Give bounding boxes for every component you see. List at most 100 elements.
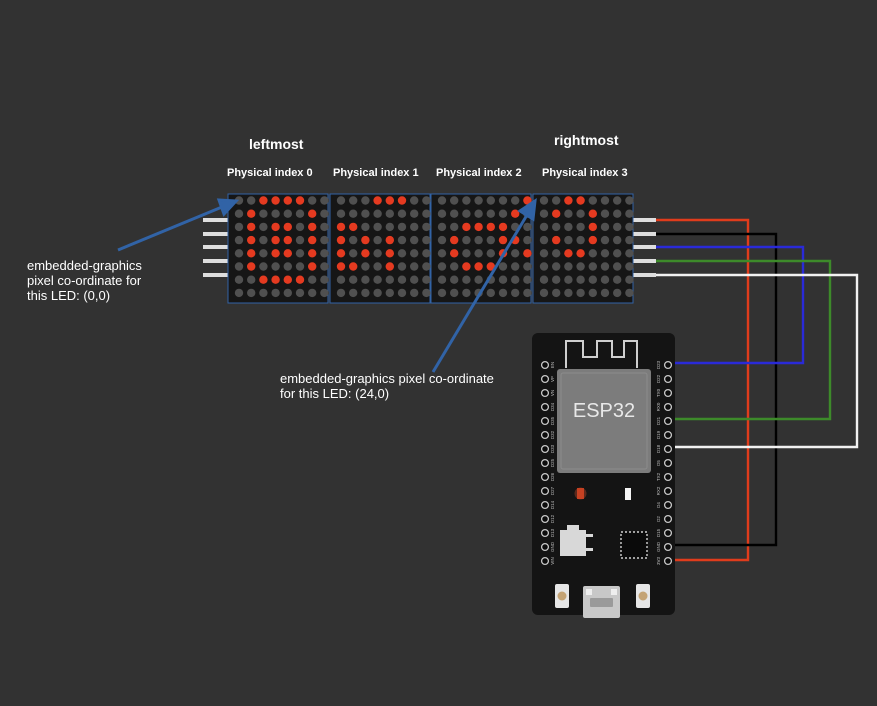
- led-off: [474, 249, 483, 258]
- led-off: [234, 222, 244, 232]
- led-off: [474, 235, 483, 245]
- led-off: [625, 275, 634, 284]
- pin-hole[interactable]: [663, 458, 673, 468]
- led-off: [437, 209, 447, 218]
- pin-hole[interactable]: [540, 472, 550, 482]
- pin-hole[interactable]: [663, 556, 673, 566]
- pin-hole[interactable]: [663, 388, 673, 398]
- pin-hole[interactable]: [540, 542, 550, 552]
- led-off: [437, 222, 447, 232]
- led-on: [259, 196, 268, 205]
- led-off: [462, 249, 471, 258]
- pin-label: TX2: [656, 472, 661, 481]
- led-off: [576, 235, 585, 245]
- led-on: [552, 209, 561, 218]
- pin-hole[interactable]: [663, 402, 673, 412]
- pin-hole[interactable]: [540, 374, 550, 384]
- led-on: [271, 275, 280, 284]
- led-on: [385, 196, 394, 205]
- pin-hole[interactable]: [540, 402, 550, 412]
- pin-hole[interactable]: [540, 486, 550, 496]
- led-off: [600, 275, 610, 284]
- pin-hole[interactable]: [540, 430, 550, 440]
- led-off: [234, 235, 244, 245]
- led-off: [259, 235, 268, 245]
- pin-label: RX0: [656, 402, 661, 411]
- led-on: [564, 249, 573, 258]
- led-on: [498, 222, 508, 232]
- pin-hole[interactable]: [540, 500, 550, 510]
- pin-hole[interactable]: [540, 458, 550, 468]
- led-off: [600, 262, 610, 271]
- led-off: [437, 249, 447, 258]
- led-off: [625, 196, 634, 205]
- led-off: [259, 209, 268, 218]
- led-off: [410, 249, 419, 258]
- led-on: [450, 249, 459, 258]
- led-off: [320, 262, 329, 271]
- led-off: [234, 249, 244, 258]
- pin-hole[interactable]: [663, 416, 673, 426]
- led-on: [576, 249, 585, 258]
- led-off: [247, 196, 256, 205]
- led-off: [271, 288, 280, 298]
- pin-label: D15: [656, 528, 661, 537]
- pin-hole[interactable]: [663, 528, 673, 538]
- led-off: [295, 222, 305, 232]
- led-on: [308, 262, 317, 271]
- pin-hole[interactable]: [663, 472, 673, 482]
- wire-green: [633, 259, 832, 421]
- led-off: [320, 235, 329, 245]
- led-matrix-module-3: [532, 193, 634, 304]
- led-off: [462, 235, 471, 245]
- pin-hole[interactable]: [540, 416, 550, 426]
- led-off: [450, 262, 459, 271]
- pin-hole[interactable]: [540, 444, 550, 454]
- led-off: [588, 275, 597, 284]
- led-off: [271, 209, 280, 218]
- led-off: [437, 235, 447, 245]
- led-off: [486, 196, 495, 205]
- led-off: [564, 235, 573, 245]
- pin-label: D4: [656, 502, 661, 508]
- led-off: [308, 275, 317, 284]
- output-pin-header: [632, 218, 656, 277]
- led-off: [498, 288, 508, 298]
- led-off: [361, 262, 370, 271]
- led-off: [498, 262, 508, 271]
- led-off: [613, 196, 622, 205]
- led-on: [462, 262, 471, 271]
- led-off: [422, 235, 431, 245]
- usb-uart-chip: [620, 531, 648, 559]
- esp32-module-shield: [557, 369, 651, 473]
- led-off: [373, 209, 382, 218]
- pin-hole[interactable]: [663, 430, 673, 440]
- pin-hole[interactable]: [540, 514, 550, 524]
- led-on: [271, 235, 280, 245]
- pin-label: D18: [656, 444, 661, 453]
- pin-hole[interactable]: [540, 360, 550, 370]
- led-off: [474, 275, 483, 284]
- pin-hole[interactable]: [663, 500, 673, 510]
- led-off: [308, 196, 317, 205]
- led-off: [552, 249, 561, 258]
- pin-hole[interactable]: [540, 528, 550, 538]
- led-on: [308, 222, 317, 232]
- led-off: [283, 262, 292, 271]
- led-off: [511, 288, 520, 298]
- pin-hole[interactable]: [663, 374, 673, 384]
- pin-hole[interactable]: [663, 360, 673, 370]
- led-on: [283, 222, 292, 232]
- pin-hole[interactable]: [663, 514, 673, 524]
- pin-hole[interactable]: [663, 486, 673, 496]
- led-on: [283, 235, 292, 245]
- pin-hole[interactable]: [663, 542, 673, 552]
- pin-hole[interactable]: [540, 388, 550, 398]
- led-off: [373, 249, 382, 258]
- led-off: [564, 275, 573, 284]
- pin-label: VIN: [550, 557, 555, 565]
- pin-hole[interactable]: [663, 444, 673, 454]
- physical-index-2-label: Physical index 2: [436, 167, 522, 179]
- pin-hole[interactable]: [540, 556, 550, 566]
